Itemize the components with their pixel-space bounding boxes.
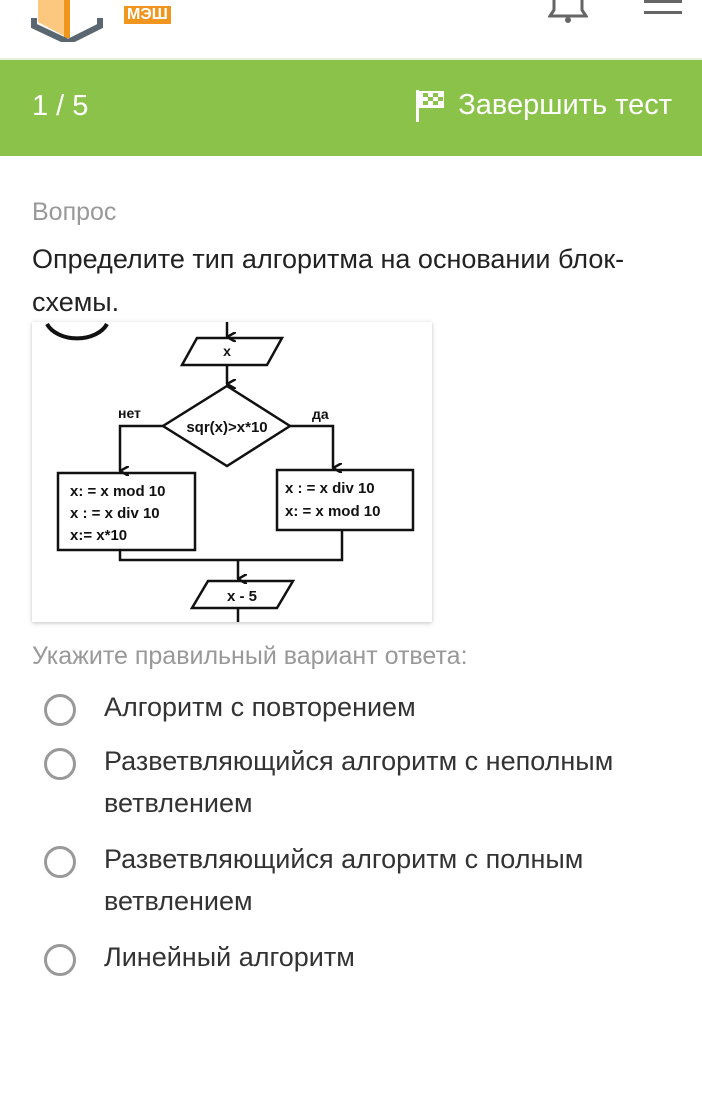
radio-button[interactable] [44,748,76,780]
no-branch-block [56,471,197,552]
answer-option-label: Линейный алгоритм [104,942,355,972]
flowchart-image: x sqr(x)>x*10 нет да x: = x mod 10 x : =… [32,322,432,622]
answer-option[interactable]: Линейный алгоритм [44,940,684,978]
question-label: Вопрос [32,198,117,226]
no-branch-line: x: = x mod 10 [70,483,165,500]
no-branch-line: x:= x*10 [70,527,127,544]
answer-option[interactable]: Алгоритм с повторением [44,690,684,728]
input-text: x [223,343,231,359]
no-branch-line: x : = x div 10 [70,505,160,522]
question-text: Определите тип алгоритма на основании бл… [32,244,625,317]
condition-block [160,384,293,468]
answer-option[interactable]: Разветвляющийся алгоритм с полным ветвле… [44,842,684,922]
radio-button[interactable] [44,944,76,976]
yes-branch-block [275,468,415,532]
answer-option-label: Разветвляющийся алгоритм с неполным ветв… [104,746,614,818]
input-block [179,336,285,367]
yes-label: да [312,406,329,422]
finish-test-button[interactable]: Завершить тест [414,88,672,122]
brand-badge: МЭШ [124,6,171,24]
output-text: x - 5 [227,588,257,605]
top-bar: МЭШ [0,0,702,60]
output-block [189,579,296,610]
question-counter: 1 / 5 [32,90,89,122]
condition-text: sqr(x)>x*10 [186,419,267,436]
start-terminal-arc [45,322,109,341]
yes-branch-line: x: = x mod 10 [285,503,380,520]
answer-option[interactable]: Разветвляющийся алгоритм с неполным ветв… [44,744,684,824]
radio-button[interactable] [44,694,76,726]
yes-branch-line: x : = x div 10 [285,480,375,497]
bell-icon[interactable] [548,0,588,26]
answer-option-label: Алгоритм с повторением [104,692,416,722]
finish-test-label: Завершить тест [458,88,672,121]
no-label: нет [118,405,141,421]
logo-icon[interactable] [28,0,108,42]
menu-icon[interactable] [644,0,684,20]
test-progress-bar: 1 / 5 Завершить тест [0,60,702,156]
radio-button[interactable] [44,846,76,878]
flag-icon [416,90,445,122]
answer-hint: Укажите правильный вариант ответа: [32,642,468,670]
answer-option-label: Разветвляющийся алгоритм с полным ветвле… [104,844,584,916]
answer-options: Алгоритм с повторением Разветвляющийся а… [44,690,684,994]
